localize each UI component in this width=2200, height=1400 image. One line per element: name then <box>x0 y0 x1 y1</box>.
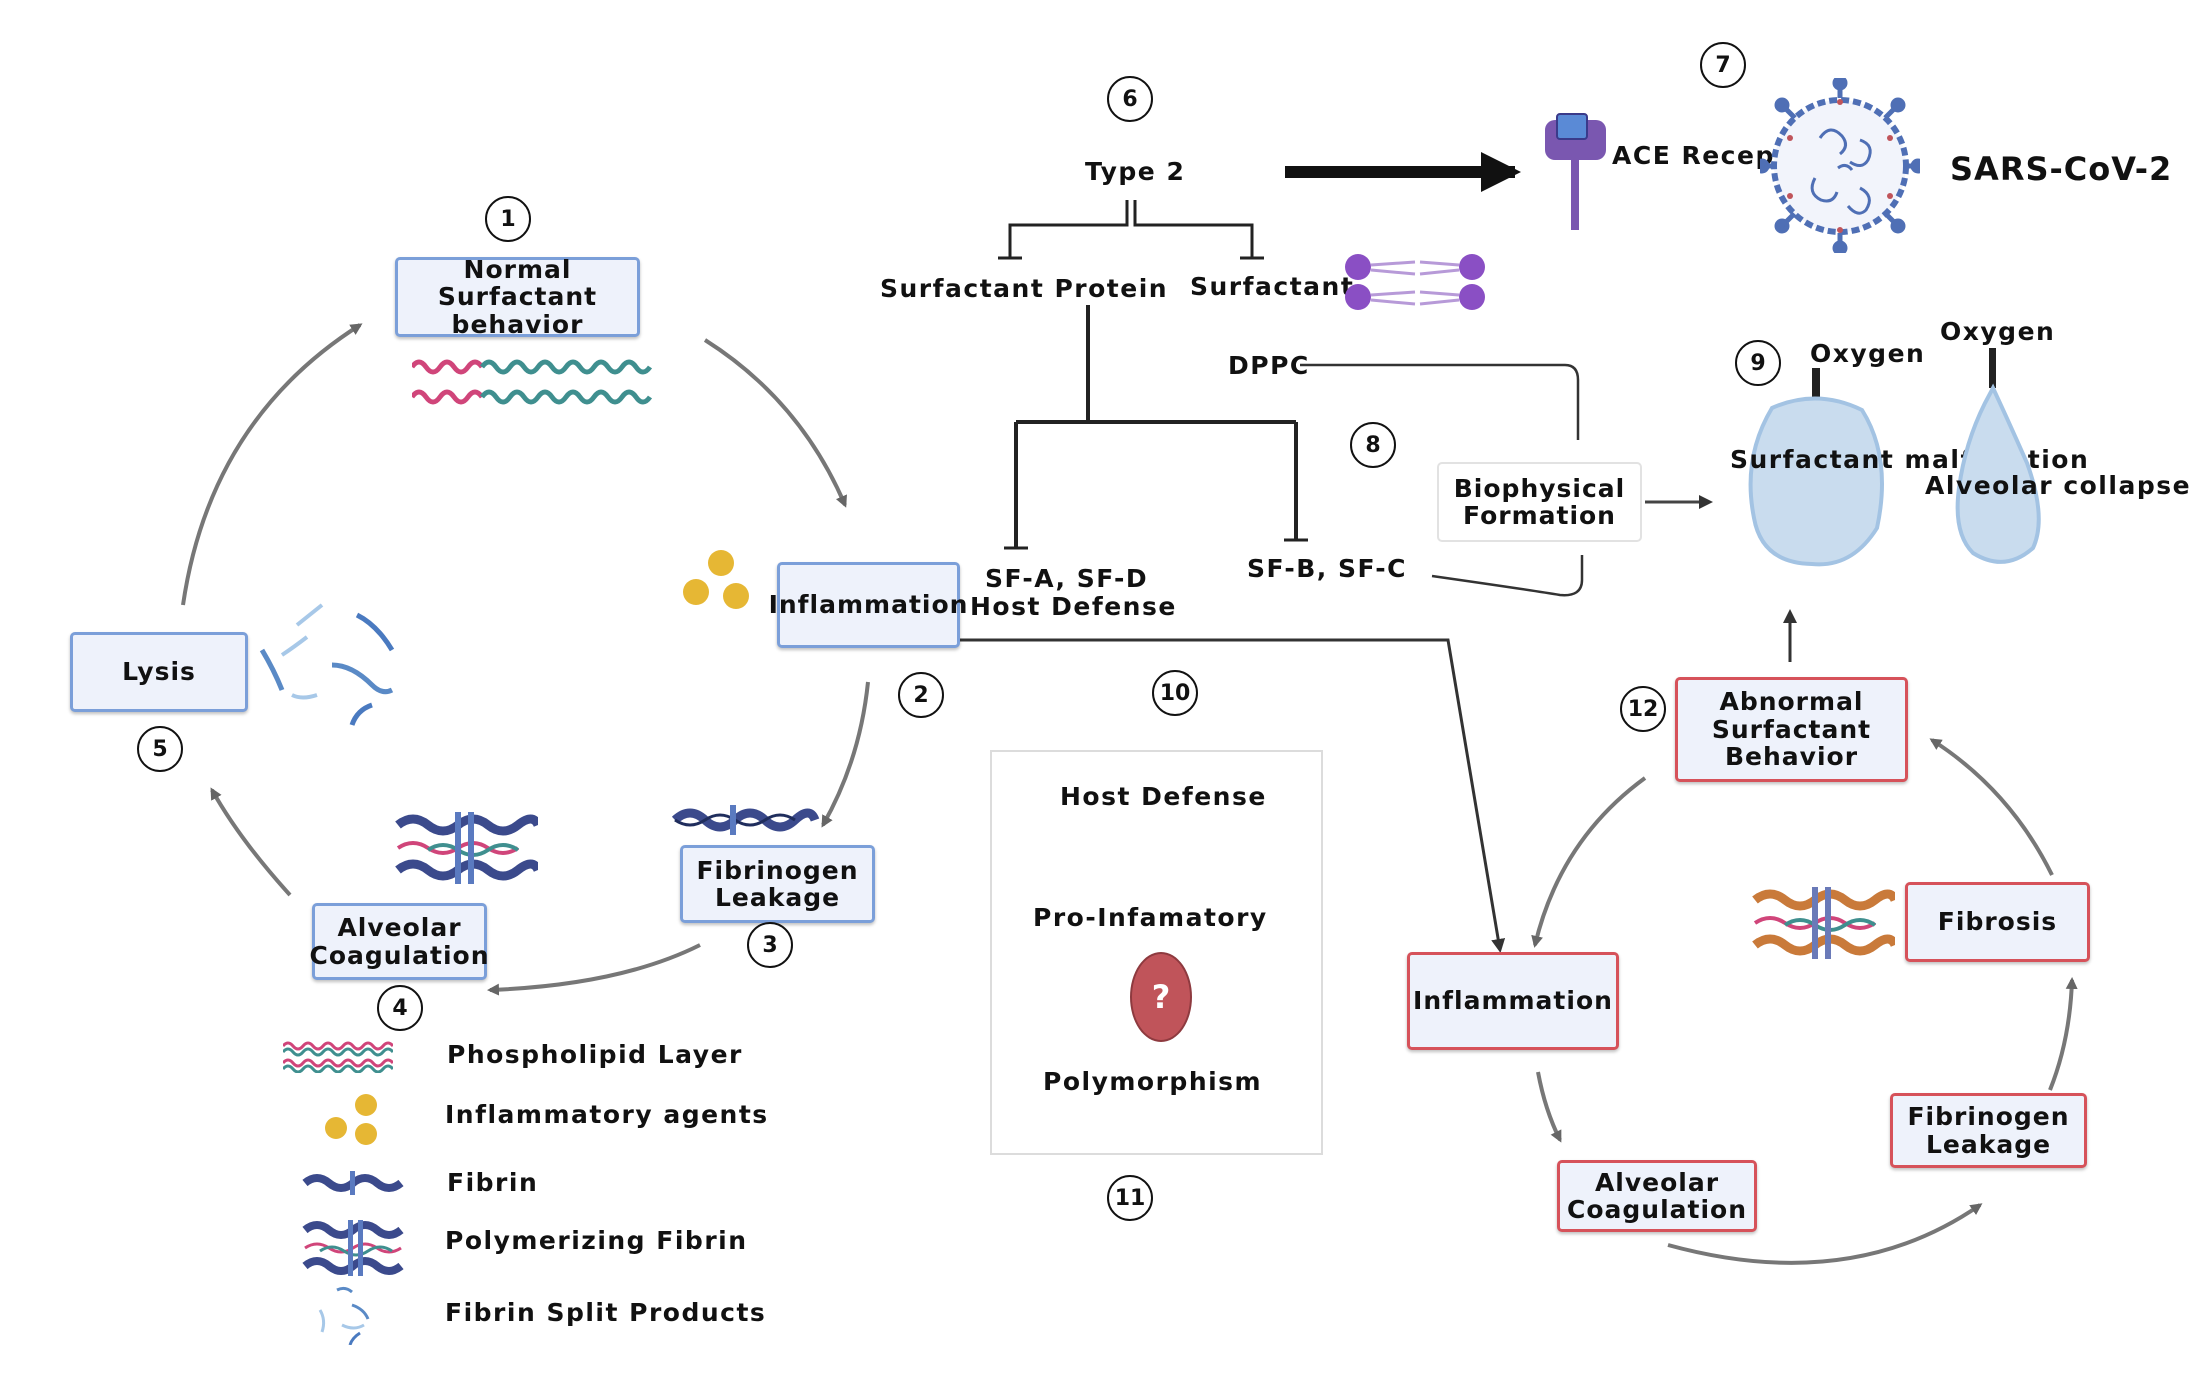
fibrosis-label: Fibrosis <box>1937 907 2058 937</box>
arrow-fibrinogen-to-fibrosis <box>2048 977 2078 1091</box>
legend-fibrin-split-icon <box>318 1286 370 1345</box>
legend-fibrin-label: Fibrin <box>447 1168 539 1197</box>
step-number-4: 4 <box>377 985 423 1031</box>
fibrinogen-right-label: Fibrinogen Leakage <box>1907 1102 2070 1159</box>
biophysical-formation-label: Biophysical Formation <box>1453 473 1626 530</box>
surfactant-label: Surfactant <box>1190 272 1355 301</box>
polymerizing-fibrin-icon <box>395 812 538 884</box>
legend-polymerizing-fibrin-icon <box>302 1220 404 1276</box>
type2-label: Type 2 <box>1085 157 1186 186</box>
arrow-abnormal-to-inflammation <box>1531 776 1647 948</box>
fibrinogen-left-label: Fibrinogen Leakage <box>696 855 859 912</box>
inflammation-left-label: Inflammation <box>768 590 969 620</box>
oxygen-label-2: Oxygen <box>1940 317 2056 346</box>
surfactant-protein-label: Surfactant Protein <box>880 274 1169 303</box>
step-number-6: 6 <box>1107 76 1153 122</box>
dppc-label: DPPC <box>1228 351 1310 380</box>
inflammation-right-label: Inflammation <box>1413 986 1613 1016</box>
fibrinogen-left-box: Fibrinogen Leakage <box>680 845 875 923</box>
unknown-polymorphism-icon: ? <box>1130 952 1192 1042</box>
sfbc-bracket <box>1431 555 1584 597</box>
fibrosis-fibrin-icon <box>1752 887 1895 959</box>
ace-receptor-label: ACE Receptor <box>1612 141 1821 170</box>
arrow-inflammation-to-coagulation <box>1536 1071 1562 1143</box>
inflammatory-agents-icon <box>683 550 749 609</box>
legend-phospholipid-label: Phospholipid Layer <box>447 1040 743 1069</box>
lysis-box: Lysis <box>70 632 248 712</box>
normal-surfactant-box: Normal Surfactant behavior <box>395 254 640 339</box>
alveolar-collapse-label: Alveolar collapse <box>1925 471 2192 500</box>
biophysical-formation-box: Biophysical Formation <box>1437 462 1642 542</box>
step-number-5: 5 <box>137 726 183 772</box>
step-number-3: 3 <box>747 922 793 968</box>
arrow-inflammation-to-fibrinogen <box>821 681 870 828</box>
arrow-coagulation-to-fibrinogen <box>1667 1203 1983 1265</box>
dppc-bracket <box>1300 363 1580 440</box>
abnormal-surfactant-label: Abnormal Surfactant Behavior <box>1711 687 1872 772</box>
alveolar-coagulation-left-box: Alveolar Coagulation <box>309 903 490 980</box>
surfactant-molecule-icon <box>1345 254 1485 310</box>
normal-surfactant-label: Normal Surfactant behavior <box>437 254 598 339</box>
lysis-label: Lysis <box>122 657 196 687</box>
surfactant-malfunction-label: Surfactant malfunction <box>1730 445 2090 474</box>
step-number-7: 7 <box>1700 42 1746 88</box>
fibrinogen-right-box: Fibrinogen Leakage <box>1890 1093 2087 1168</box>
fibrin-split-products-icon <box>259 603 395 726</box>
legend-phospholipid-icon <box>283 1041 393 1073</box>
sars-cov-2-virus-icon <box>1760 78 1920 253</box>
fibrin-icon <box>671 805 820 835</box>
legend-polymerizing-fibrin-label: Polymerizing Fibrin <box>445 1226 748 1255</box>
alveolar-coagulation-right-label: Alveolar Coagulation <box>1566 1167 1748 1224</box>
oxygen-label-1: Oxygen <box>1810 339 1926 368</box>
alveolus-malfunction-icon <box>1748 368 1884 567</box>
step-number-1: 1 <box>485 196 531 242</box>
legend-inflammatory-agents-icon <box>325 1094 377 1145</box>
arrow-normal-to-inflammation <box>703 338 847 508</box>
abnormal-surfactant-box: Abnormal Surfactant Behavior <box>1675 677 1908 782</box>
phospholipid-layer-icon <box>412 359 653 405</box>
pro-inflammatory-label: Pro-Infamatory <box>1033 903 1268 932</box>
arrow-inflammation-to-right <box>958 638 1506 953</box>
polymorphism-label: Polymorphism <box>1043 1067 1263 1096</box>
step-number-2: 2 <box>898 672 944 718</box>
host-defense-box-label: Host Defense <box>1060 782 1267 811</box>
inflammation-right-box: Inflammation <box>1407 952 1619 1050</box>
alveolar-coagulation-left-label: Alveolar Coagulation <box>309 913 490 970</box>
sf-ad-label: SF-A, SF-D <box>985 564 1149 593</box>
arrow-fibrinogen-to-coagulation <box>487 943 701 996</box>
surfactant-protein-branch <box>1014 305 1298 548</box>
host-defense-top-label: Host Defense <box>970 592 1177 621</box>
arrow-coagulation-to-lysis <box>210 787 292 897</box>
legend-fibrin-icon <box>302 1171 404 1195</box>
step-number-9: 9 <box>1735 340 1781 386</box>
step-number-10: 10 <box>1152 670 1198 716</box>
legend-inflammatory-agents-label: Inflammatory agents <box>445 1100 769 1129</box>
arrow-lysis-to-normal <box>181 323 363 606</box>
step-number-8: 8 <box>1350 422 1396 468</box>
inflammation-left-box: Inflammation <box>769 562 967 648</box>
question-mark: ? <box>1151 978 1171 1016</box>
alveolus-collapse-icon <box>1955 348 2041 564</box>
sf-bc-label: SF-B, SF-C <box>1247 554 1407 583</box>
type2-branch <box>1008 200 1254 258</box>
step-number-11: 11 <box>1107 1175 1153 1221</box>
legend-fibrin-split-label: Fibrin Split Products <box>445 1298 767 1327</box>
arrow-fibrosis-to-abnormal <box>1929 738 2054 876</box>
sars-cov-2-label: SARS-CoV-2 <box>1950 150 2173 188</box>
step-number-12: 12 <box>1620 686 1666 732</box>
alveolar-coagulation-right-box: Alveolar Coagulation <box>1557 1160 1757 1232</box>
ace-receptor-icon <box>1545 113 1606 230</box>
fibrosis-box: Fibrosis <box>1905 882 2090 962</box>
